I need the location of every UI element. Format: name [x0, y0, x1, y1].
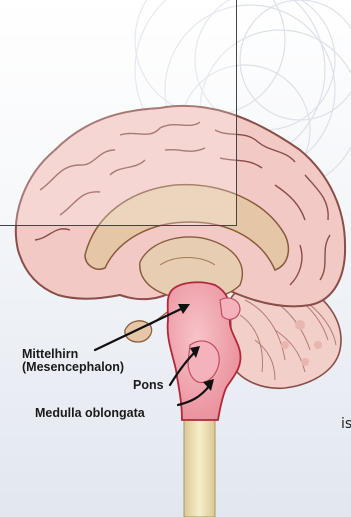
spinal-cord	[184, 415, 215, 517]
label-medulla-oblongata: Medulla oblongata	[35, 406, 145, 420]
clipped-body-text: is,	[341, 416, 351, 432]
label-mesencephalon: (Mesencephalon)	[22, 360, 124, 374]
label-pons: Pons	[133, 378, 164, 392]
text-box	[0, 0, 237, 226]
label-midbrain: Mittelhirn	[22, 347, 78, 361]
